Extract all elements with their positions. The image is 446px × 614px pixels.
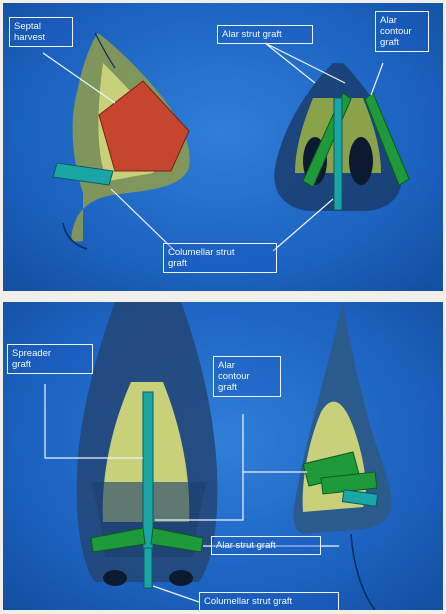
columellar-strut-frontal-bottom (144, 548, 152, 588)
label-spreader-graft: Spreader graft (7, 344, 93, 374)
label-alar-contour-graft-bottom: Alar contour graft (213, 356, 281, 397)
bottom-panel: Spreader graft Alar contour graft Alar s… (3, 302, 443, 610)
nostril-left (103, 570, 127, 586)
label-alar-contour-graft-top: Alar contour graft (375, 11, 429, 52)
label-alar-strut-graft-bottom: Alar strut graft (211, 536, 321, 555)
label-columellar-strut-graft-bottom: Columellar strut graft (199, 592, 339, 610)
columellar-strut-frontal (334, 98, 342, 210)
label-alar-strut-graft-top: Alar strut graft (217, 25, 313, 44)
nostril-right (169, 570, 193, 586)
top-panel: Septal harvest Alar strut graft Alar con… (3, 3, 443, 291)
label-septal-harvest: Septal harvest (9, 17, 73, 47)
spreader-graft-bar (143, 392, 153, 552)
label-columellar-strut-graft-top: Columellar strut graft (163, 243, 277, 273)
